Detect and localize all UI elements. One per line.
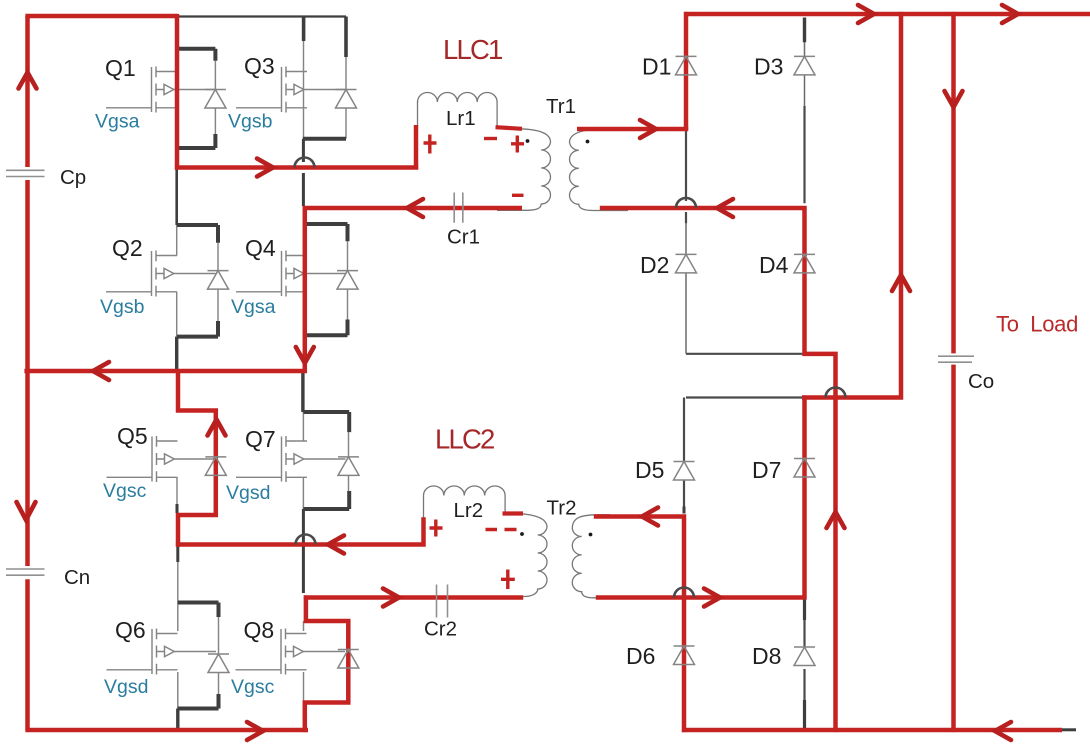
- svg-text:D1: D1: [642, 54, 671, 80]
- svg-text:Q7: Q7: [245, 426, 276, 452]
- svg-text:Vgsc: Vgsc: [103, 480, 147, 502]
- svg-text:D2: D2: [640, 252, 669, 278]
- svg-text:Q1: Q1: [105, 55, 136, 81]
- svg-text:Vgsa: Vgsa: [95, 111, 140, 133]
- svg-text:Cr1: Cr1: [447, 226, 480, 249]
- svg-text:Cp: Cp: [60, 166, 86, 189]
- svg-text:Vgsd: Vgsd: [104, 676, 148, 698]
- svg-text:Tr1: Tr1: [546, 95, 576, 118]
- svg-text:Q5: Q5: [117, 423, 148, 449]
- svg-text:D6: D6: [626, 643, 655, 669]
- svg-text:D4: D4: [759, 252, 789, 278]
- svg-text:Vgsb: Vgsb: [228, 111, 273, 133]
- svg-text:Lr2: Lr2: [454, 499, 484, 522]
- svg-text:Lr1: Lr1: [446, 107, 476, 130]
- svg-text:Q3: Q3: [244, 53, 275, 79]
- svg-text:D7: D7: [752, 457, 781, 483]
- svg-text:D5: D5: [635, 457, 664, 483]
- svg-text:Vgsd: Vgsd: [226, 482, 270, 504]
- svg-text:LLC1: LLC1: [443, 34, 502, 65]
- svg-text:To Load: To Load: [996, 312, 1078, 337]
- svg-text:Tr2: Tr2: [547, 497, 577, 520]
- svg-text:Vgsb: Vgsb: [100, 296, 145, 318]
- svg-text:Q8: Q8: [244, 617, 275, 643]
- svg-text:Vgsc: Vgsc: [231, 676, 275, 698]
- svg-text:Co: Co: [968, 370, 994, 393]
- svg-text:LLC2: LLC2: [435, 424, 494, 455]
- svg-text:Vgsa: Vgsa: [231, 296, 276, 318]
- svg-text:Q4: Q4: [245, 235, 276, 261]
- svg-text:Cr2: Cr2: [424, 618, 457, 641]
- svg-text:Cn: Cn: [64, 566, 90, 589]
- svg-text:Q6: Q6: [115, 617, 146, 643]
- svg-text:D3: D3: [754, 54, 783, 80]
- svg-text:D8: D8: [752, 643, 781, 669]
- svg-text:Q2: Q2: [112, 235, 143, 261]
